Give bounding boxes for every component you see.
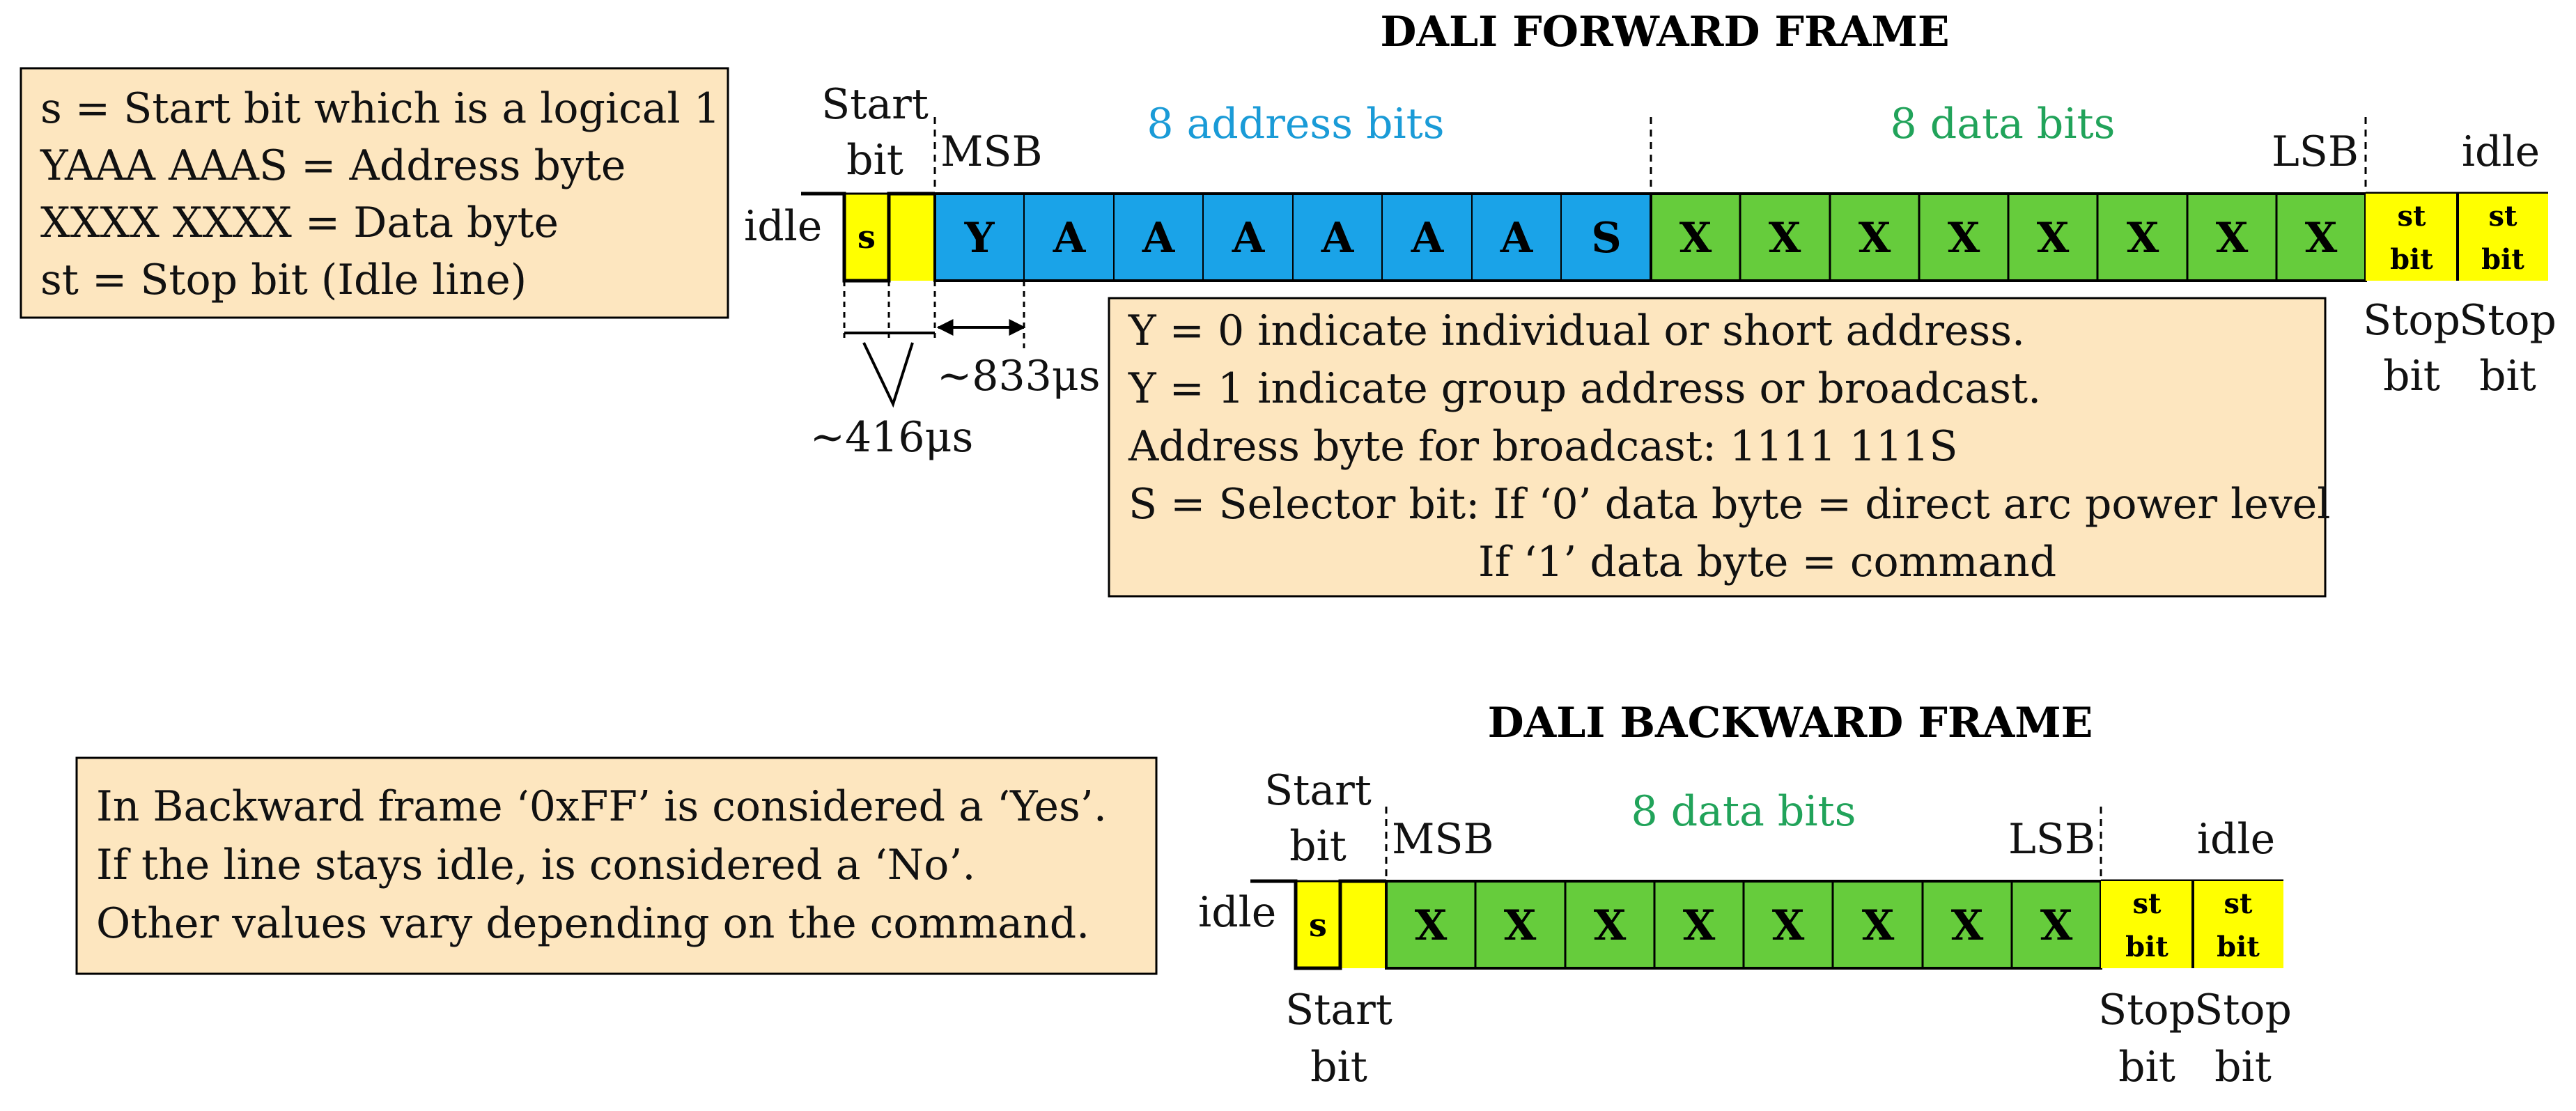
forward-lsb-label: LSB (2272, 127, 2359, 176)
forward-start-bit-top-label: Start (821, 80, 929, 129)
forward-idle-left-label: idle (744, 202, 822, 251)
data-bit-2: X (1769, 214, 1801, 263)
legend-start-bit: s = Start bit which is a logical 1 (40, 84, 720, 133)
forward-frame-title: DALI FORWARD FRAME (1380, 8, 1949, 56)
backward-data-bit-2: X (1504, 901, 1537, 950)
backward-idle-right-label: idle (2197, 815, 2275, 864)
backward-start-symbol: s (1309, 906, 1327, 944)
backward-data-bit-3: X (1594, 901, 1627, 950)
backward-data-bit-1: X (1415, 901, 1448, 950)
address-bit-5: A (1321, 214, 1355, 263)
backward-start-bit-top-label: Start (1264, 766, 1372, 815)
forward-start-bit-top-label-2: bit (846, 136, 903, 185)
forward-stop-bits: st bit st bit (2366, 194, 2548, 281)
forward-stop-cell-1: st (2398, 200, 2427, 233)
backward-start-bit-bottom-label: Start (1285, 986, 1392, 1034)
backward-data-bit-4: X (1683, 901, 1716, 950)
timing-833us-label: ~833μs (937, 352, 1101, 401)
backward-msb-label: MSB (1392, 815, 1494, 864)
legend-stop-bit: st = Stop bit (Idle line) (40, 256, 527, 304)
data-bit-6: X (2127, 214, 2159, 263)
backward-frame-title: DALI BACKWARD FRAME (1488, 699, 2093, 747)
backward-stop-label-2: Stop (2194, 986, 2292, 1034)
backward-start-bit-top-label-2: bit (1289, 822, 1347, 871)
forward-stop-cell-2: st (2489, 200, 2518, 233)
forward-timing-markers (843, 281, 1026, 408)
info-broadcast: Address byte for broadcast: 1111 111S (1128, 422, 1957, 471)
forward-stop-cell-2-b: bit (2481, 243, 2524, 276)
address-bit-2: A (1053, 214, 1087, 263)
timing-416us-label: ~416μs (810, 413, 974, 462)
backward-stop-bits: st bit st bit (2101, 881, 2283, 968)
info-y0: Y = 0 indicate individual or short addre… (1128, 306, 2025, 355)
forward-start-symbol: s (858, 218, 876, 256)
backward-legend-other: Other values vary depending on the comma… (96, 899, 1089, 948)
forward-stop-label-2-b: bit (2479, 352, 2536, 401)
data-bit-1: X (1679, 214, 1712, 263)
backward-start-bit-bottom-label-2: bit (1310, 1043, 1367, 1091)
address-bit-8: S (1591, 214, 1621, 263)
data-bit-5: X (2037, 214, 2070, 263)
data-bit-8: X (2305, 214, 2338, 263)
forward-signal-line (801, 192, 935, 283)
backward-data-bits-label: 8 data bits (1631, 787, 1856, 836)
data-bit-3: X (1859, 214, 1891, 263)
backward-data-bit-5: X (1772, 901, 1805, 950)
forward-stop-label-1: Stop (2363, 296, 2460, 345)
legend-data-byte: XXXX XXXX = Data byte (40, 199, 559, 247)
backward-signal-line (1250, 879, 1386, 970)
forward-msb-label: MSB (940, 127, 1043, 176)
backward-data-byte: X X X X X X X X (1385, 880, 2102, 970)
backward-stop-cell-1-b: bit (2125, 931, 2168, 963)
forward-address-bits-label: 8 address bits (1147, 100, 1444, 148)
address-bit-1: Y (964, 214, 995, 263)
forward-info-box: Y = 0 indicate individual or short addre… (1108, 297, 2330, 598)
backward-stop-label-2-b: bit (2214, 1043, 2272, 1091)
backward-lsb-label: LSB (2008, 815, 2095, 864)
backward-data-bit-8: X (2040, 901, 2073, 950)
forward-data-bits-label: 8 data bits (1891, 100, 2116, 148)
address-bit-4: A (1232, 214, 1266, 263)
forward-stop-label-1-b: bit (2383, 352, 2440, 401)
backward-legend-box: In Backward frame ‘0xFF’ is considered a… (75, 756, 1158, 975)
backward-stop-cell-1: st (2133, 887, 2162, 920)
legend-address-byte: YAAA AAAS = Address byte (40, 141, 626, 190)
address-bit-3: A (1142, 214, 1176, 263)
address-bit-7: A (1500, 214, 1534, 263)
forward-stop-cell-1-b: bit (2390, 243, 2433, 276)
backward-stop-label-1-b: bit (2118, 1043, 2175, 1091)
forward-data-byte: X X X X X X X X (1650, 192, 2367, 282)
address-bit-6: A (1411, 214, 1445, 263)
forward-legend-box: s = Start bit which is a logical 1 YAAA … (20, 67, 729, 319)
backward-data-bit-6: X (1862, 901, 1895, 950)
forward-address-byte: Y A A A A A A S (933, 192, 1652, 282)
backward-legend-yes: In Backward frame ‘0xFF’ is considered a… (96, 782, 1107, 831)
forward-stop-label-2: Stop (2459, 296, 2556, 345)
backward-legend-no: If the line stays idle, is considered a … (96, 841, 975, 889)
forward-idle-right-label: idle (2462, 127, 2540, 176)
info-selector-0: S = Selector bit: If ‘0’ data byte = dir… (1128, 480, 2330, 529)
backward-stop-cell-2-b: bit (2217, 931, 2260, 963)
data-bit-4: X (1948, 214, 1980, 263)
data-bit-7: X (2216, 214, 2249, 263)
info-y1: Y = 1 indicate group address or broadcas… (1128, 364, 2041, 413)
backward-idle-left-label: idle (1198, 888, 1276, 937)
backward-stop-label-1: Stop (2098, 986, 2196, 1034)
backward-stop-cell-2: st (2224, 887, 2253, 920)
info-selector-1: If ‘1’ data byte = command (1478, 538, 2056, 586)
backward-data-bit-7: X (1951, 901, 1984, 950)
